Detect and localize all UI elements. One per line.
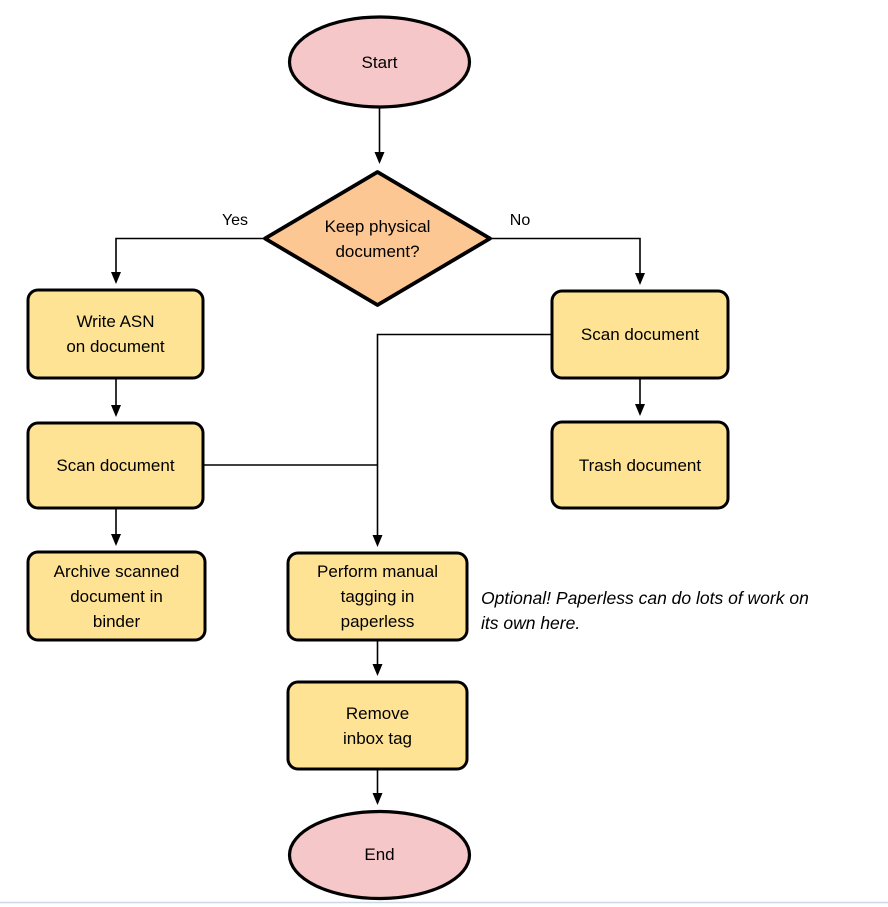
end-ellipse	[287, 809, 472, 901]
archive-box	[26, 550, 207, 642]
write-asn-box	[26, 288, 205, 380]
edge-decision-yes-to-write-asn	[111, 237, 265, 284]
edge-scan-right-to-tagging	[372, 333, 552, 547]
start-ellipse	[287, 15, 472, 109]
tagging-box	[286, 551, 469, 642]
edge-decision-no-to-scan-right	[490, 237, 645, 285]
scan-right-box	[550, 289, 730, 380]
trash-box	[550, 420, 730, 510]
shapes-group	[26, 15, 730, 901]
scan-left-box	[26, 421, 205, 510]
remove-inbox-box	[286, 680, 469, 771]
edges-group	[111, 107, 645, 805]
decision-diamond	[263, 170, 492, 307]
